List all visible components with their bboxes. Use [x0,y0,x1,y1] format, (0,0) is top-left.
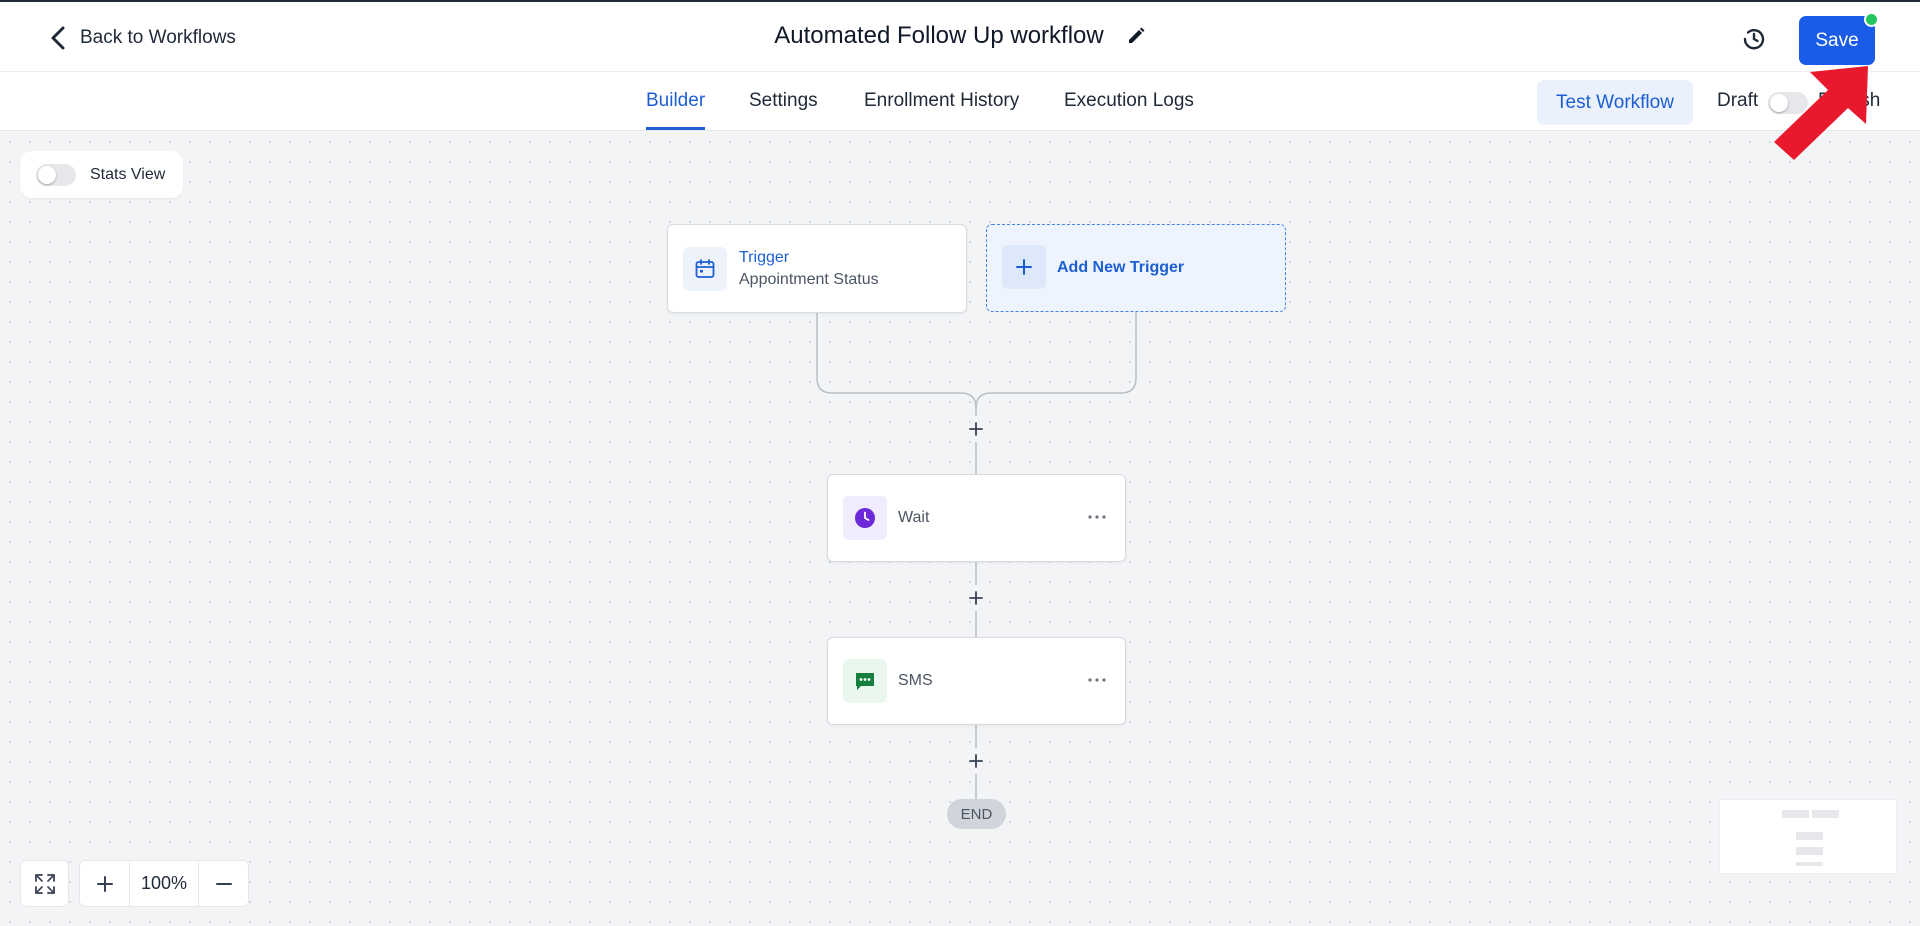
chevron-left-icon [51,26,65,50]
plus-icon-wrap [1002,245,1046,289]
tab-settings[interactable]: Settings [749,90,818,111]
plus-icon [969,754,983,768]
toggle-knob [1770,94,1788,112]
add-step-button[interactable] [965,418,987,440]
add-new-trigger-label: Add New Trigger [1057,259,1185,276]
zoom-controls: 100% [79,860,249,907]
clock-icon-wrap [843,496,887,540]
minimap-node [1796,862,1823,866]
test-workflow-button[interactable]: Test Workflow [1537,80,1693,125]
more-options-icon[interactable] [1085,668,1109,692]
back-label: Back to Workflows [80,27,236,48]
back-to-workflows-link[interactable]: Back to Workflows [48,25,236,51]
unsaved-status-dot [1864,12,1879,27]
add-step-button[interactable] [965,750,987,772]
tab-enrollment-history[interactable]: Enrollment History [864,90,1020,111]
more-options-icon[interactable] [1085,505,1109,529]
minimap-node [1812,810,1839,818]
minimap-node [1796,832,1823,840]
calendar-icon-wrap [683,247,727,291]
plus-icon [969,591,983,605]
sms-step-label: SMS [898,672,933,689]
pencil-icon[interactable] [1126,26,1146,46]
zoom-level: 100% [129,861,199,906]
add-new-trigger-button[interactable]: Add New Trigger [986,224,1286,312]
stats-view-toggle-card: Stats View [20,151,183,198]
minimap[interactable] [1719,799,1897,874]
trigger-label: Trigger [739,249,790,266]
clock-icon [855,508,875,528]
calendar-icon [695,259,715,278]
chat-bubble-icon [856,673,874,690]
expand-icon [34,873,55,894]
wait-step-node[interactable]: Wait [827,474,1126,562]
active-tab-indicator [646,127,705,130]
tab-execution-logs[interactable]: Execution Logs [1064,90,1194,111]
wait-step-label: Wait [898,509,930,526]
minus-icon [215,882,232,885]
publish-label: Publish [1818,90,1881,111]
plus-icon [96,875,113,892]
draft-label: Draft [1717,90,1759,111]
publish-toggle[interactable] [1768,92,1808,114]
end-node: END [947,799,1006,829]
trigger-subtitle: Appointment Status [739,271,879,288]
stats-view-label: Stats View [90,165,166,183]
workflow-title-wrap: Automated Follow Up workflow [0,22,1920,50]
minimap-node [1796,847,1823,855]
sms-step-node[interactable]: SMS [827,637,1126,725]
history-icon[interactable] [1740,25,1768,53]
zoom-out-button[interactable] [199,861,248,906]
tab-bar: Builder Settings Enrollment History Exec… [0,72,1920,131]
plus-icon [1016,259,1032,275]
fit-view-button[interactable] [20,860,69,907]
stats-view-switch[interactable] [36,163,76,186]
chat-bubble-icon-wrap [843,659,887,703]
workflow-title: Automated Follow Up workflow [774,22,1104,49]
add-step-button[interactable] [965,587,987,609]
plus-icon [969,422,983,436]
zoom-in-button[interactable] [80,861,129,906]
top-bar: Back to Workflows Automated Follow Up wo… [0,0,1920,72]
tab-builder[interactable]: Builder [646,90,706,111]
minimap-node [1782,810,1809,818]
trigger-node[interactable]: Trigger Appointment Status [667,224,967,313]
save-button[interactable]: Save [1799,16,1875,65]
switch-knob [38,165,56,184]
